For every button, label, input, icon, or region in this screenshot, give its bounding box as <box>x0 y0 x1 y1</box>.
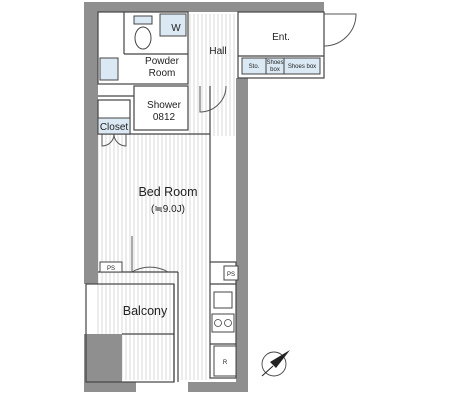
stove <box>211 313 235 333</box>
entrance-label: Ent. <box>272 32 290 43</box>
refrigerator-label: R <box>223 360 228 366</box>
burner <box>224 319 232 327</box>
fixtures <box>97 13 321 377</box>
pipe-space-left <box>99 261 123 273</box>
powder-room-label: Room <box>149 68 176 79</box>
north-needle-icon <box>270 350 290 368</box>
washbasin <box>99 57 119 81</box>
closet-label: Closet <box>100 122 129 133</box>
burner <box>214 319 222 327</box>
hall-floor <box>188 14 238 136</box>
door-swings <box>101 13 357 273</box>
pipe-space-kitchen-label: PS <box>227 272 235 278</box>
pipe-space-kitchen <box>223 265 239 281</box>
pipe-space-left-label: PS <box>107 266 115 272</box>
shoe-box-large <box>283 57 321 75</box>
shoe-box-small-label: box <box>270 67 280 73</box>
north-arrow <box>261 350 290 377</box>
closet-box <box>97 117 131 135</box>
bedroom-label: Bed Room <box>138 185 197 199</box>
storage-label: Sto. <box>249 64 260 70</box>
shower-code-label: 0812 <box>153 112 176 123</box>
shower-label: Shower <box>147 100 182 111</box>
bedroom-area-label: (≒9.0J) <box>151 204 185 215</box>
washer-mark: W <box>171 23 181 34</box>
powder-room-label: Powder <box>145 56 180 67</box>
shoe-box-small-label: Shoes <box>266 60 283 66</box>
shoe-box-label: Shoes box <box>288 64 316 70</box>
toilet-bowl <box>134 26 152 50</box>
compass-stem <box>261 365 274 377</box>
compass-circle <box>261 351 287 377</box>
washer-area <box>159 13 187 37</box>
toilet-tank <box>133 15 153 25</box>
hall-label: Hall <box>209 46 226 57</box>
refrigerator-space <box>213 345 237 377</box>
balcony-label: Balcony <box>123 304 168 318</box>
sink <box>213 291 233 309</box>
